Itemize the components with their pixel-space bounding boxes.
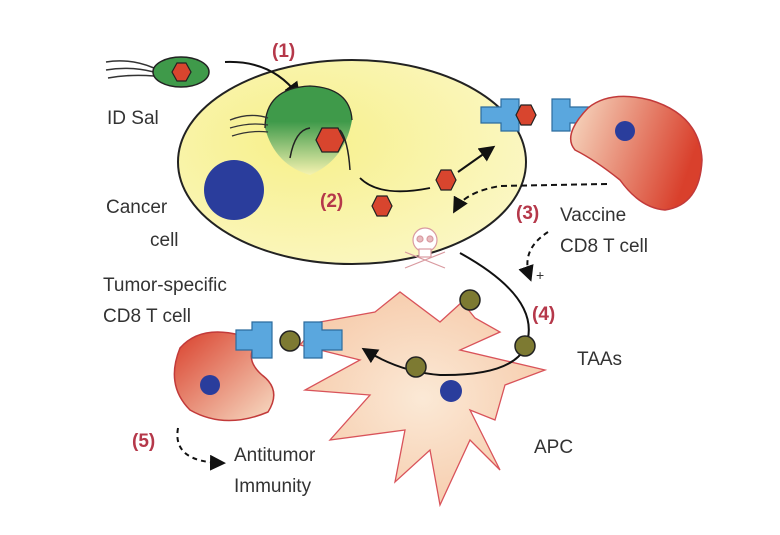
apc-nucleus bbox=[440, 380, 462, 402]
antigen bbox=[371, 195, 393, 217]
cancer-cell-label: Cancer bbox=[106, 197, 168, 218]
skull-icon bbox=[404, 227, 446, 269]
step-5-label: (5) bbox=[132, 431, 155, 452]
antigen bbox=[435, 169, 457, 191]
antitumor-label-2: Immunity bbox=[234, 476, 312, 497]
cancer-cell bbox=[177, 59, 527, 265]
plus-label: + bbox=[536, 267, 544, 283]
step-3-label: (3) bbox=[516, 203, 539, 224]
id-sal-label: ID Sal bbox=[107, 108, 159, 129]
tumor-specific-label: Tumor-specific bbox=[103, 275, 227, 296]
taa-antigen bbox=[405, 356, 427, 378]
vaccine-label-2: CD8 T cell bbox=[560, 236, 648, 257]
step3-dashed-arrow bbox=[453, 183, 608, 214]
antitumor-label: Antitumor bbox=[234, 445, 316, 466]
cancer-cell-nucleus bbox=[204, 160, 264, 220]
step-1-label: (1) bbox=[272, 41, 295, 62]
cancer-cell-label-2: cell bbox=[150, 230, 179, 251]
step-4-label: (4) bbox=[532, 304, 555, 325]
taa-antigen bbox=[514, 335, 536, 357]
vaccine-label: Vaccine bbox=[560, 205, 626, 226]
salmonella-bacterium bbox=[105, 56, 210, 88]
step3-4-dashed-arrow bbox=[518, 231, 549, 282]
mhc-tcr-complex bbox=[235, 321, 343, 359]
secretion-path bbox=[359, 177, 431, 193]
apc-cell bbox=[298, 291, 548, 508]
step-2-label: (2) bbox=[320, 191, 343, 212]
intracellular-bacterium bbox=[229, 85, 353, 175]
vaccine-cd8-t-cell bbox=[569, 95, 703, 211]
antigen-export-arrow bbox=[457, 145, 496, 173]
taa-antigen bbox=[459, 289, 481, 311]
apc-label: APC bbox=[534, 437, 573, 458]
tumor-specific-cd8-t-cell bbox=[173, 331, 275, 422]
t-cell-nucleus bbox=[200, 375, 220, 395]
tumor-specific-label-2: CD8 T cell bbox=[103, 306, 191, 327]
step5-dashed-arrow bbox=[176, 427, 226, 471]
taas-label: TAAs bbox=[577, 349, 622, 370]
t-cell-nucleus bbox=[615, 121, 635, 141]
